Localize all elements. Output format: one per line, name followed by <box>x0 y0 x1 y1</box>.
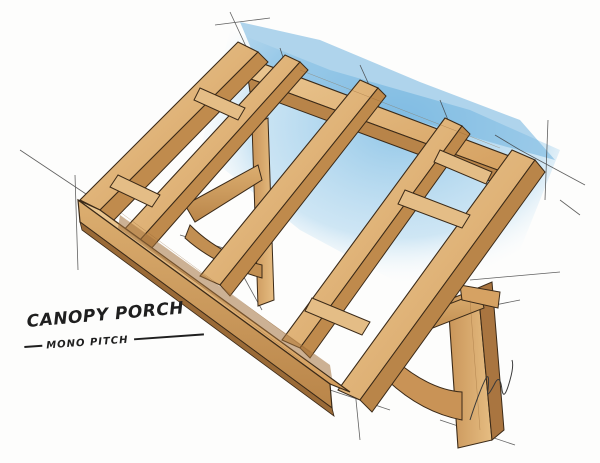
caption-dash <box>24 344 43 348</box>
rafter-left <box>79 41 269 223</box>
grain-strokes <box>109 69 501 431</box>
caption-rule <box>134 333 205 341</box>
signature <box>469 359 514 421</box>
underside-shadow <box>118 215 332 378</box>
noggins <box>109 87 493 336</box>
sky-wash-top <box>240 22 555 160</box>
rafter-right <box>337 149 546 413</box>
